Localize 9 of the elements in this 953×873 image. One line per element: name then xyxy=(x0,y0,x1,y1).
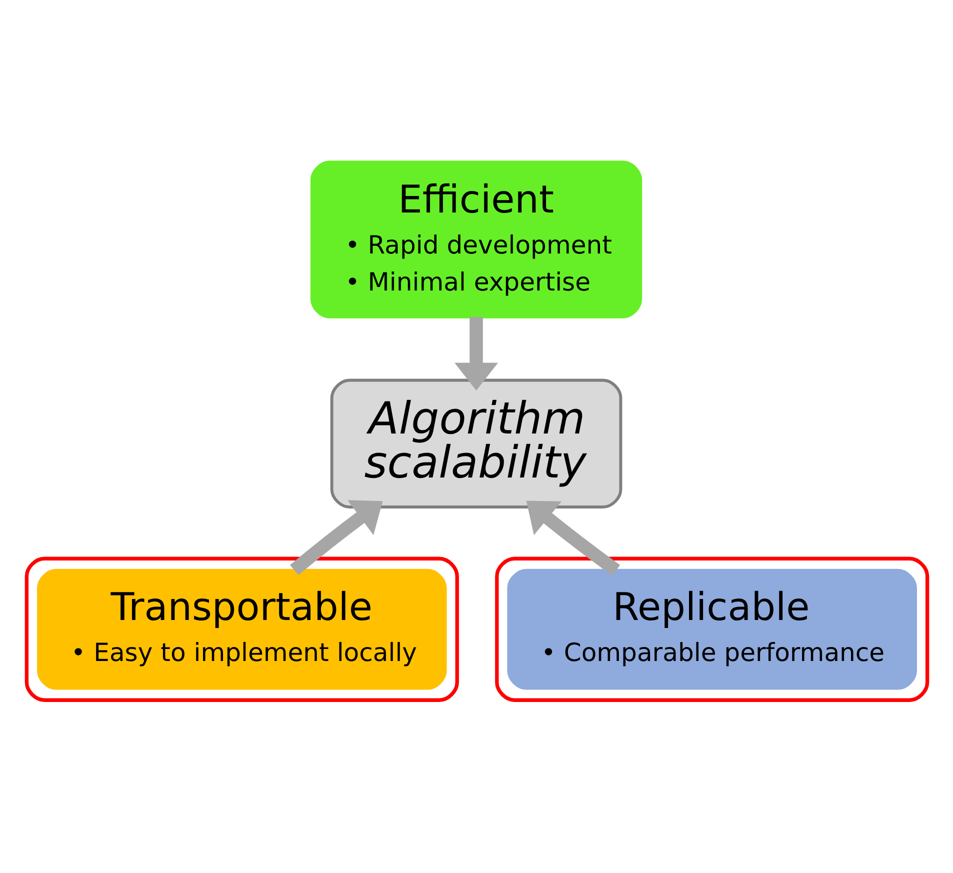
node-box: Algorithm scalability xyxy=(330,378,622,508)
arrow xyxy=(526,500,620,576)
cluster xyxy=(24,556,458,702)
arrow xyxy=(454,316,498,390)
node-box: Replicable • Comparable performance xyxy=(506,568,916,690)
arrow xyxy=(290,500,382,575)
node-box: Efficient • Rapid development • Minimal expertise xyxy=(310,160,642,318)
node-box: Transportable • Easy to implement locally xyxy=(36,568,446,690)
cluster xyxy=(494,556,929,702)
